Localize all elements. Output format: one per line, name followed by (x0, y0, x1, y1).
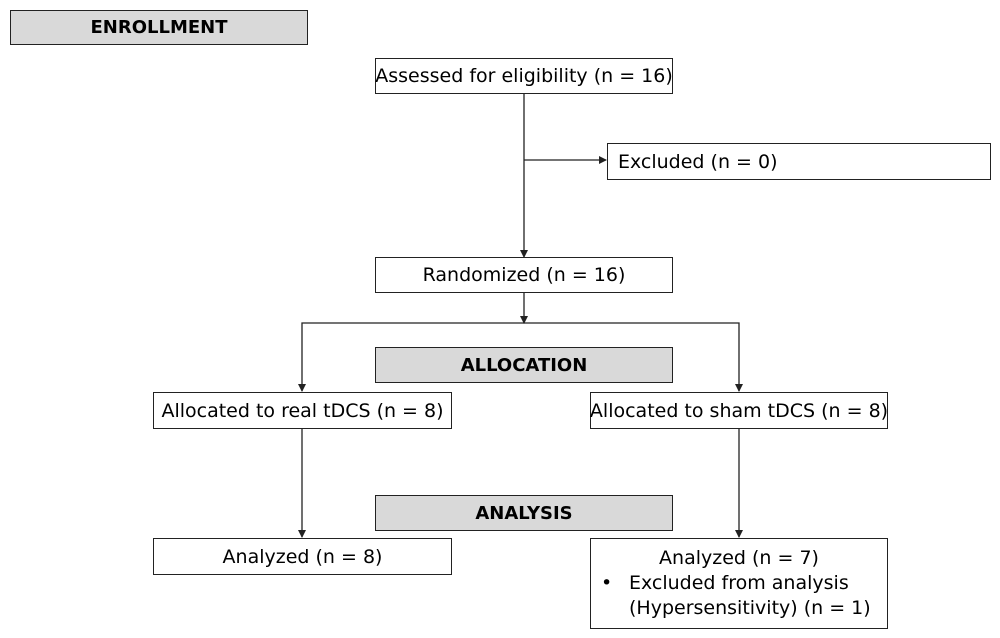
randomized-box: Randomized (n = 16) (375, 257, 673, 293)
analyzed-sham-title: Analyzed (n = 7) (659, 547, 819, 569)
excluded-from-analysis-line2: (Hypersensitivity) (n = 1) (629, 597, 871, 619)
arrow-split-to-sham (524, 322, 743, 392)
excluded-reason-item: (Hypersensitivity) (n = 1) (599, 596, 871, 621)
bullet-icon: • (601, 572, 613, 594)
excluded-from-analysis-line1: Excluded from analysis (629, 572, 849, 594)
allocated-real-tdcs-box: Allocated to real tDCS (n = 8) (153, 392, 452, 429)
analyzed-sham-box: Analyzed (n = 7) • Excluded from analysi… (590, 538, 888, 629)
excluded-from-analysis-item: • Excluded from analysis (599, 571, 849, 596)
analyzed-real-box: Analyzed (n = 8) (153, 538, 452, 575)
stage-label-enrollment: ENROLLMENT (10, 10, 308, 45)
arrow-split-to-real (298, 322, 524, 392)
bullet-spacer (599, 596, 629, 621)
allocated-sham-tdcs-box: Allocated to sham tDCS (n = 8) (590, 392, 888, 429)
excluded-box: Excluded (n = 0) (607, 143, 991, 180)
stage-label-analysis: ANALYSIS (375, 495, 673, 531)
stage-label-allocation: ALLOCATION (375, 347, 673, 383)
assessed-for-eligibility-box: Assessed for eligibility (n = 16) (375, 58, 673, 94)
